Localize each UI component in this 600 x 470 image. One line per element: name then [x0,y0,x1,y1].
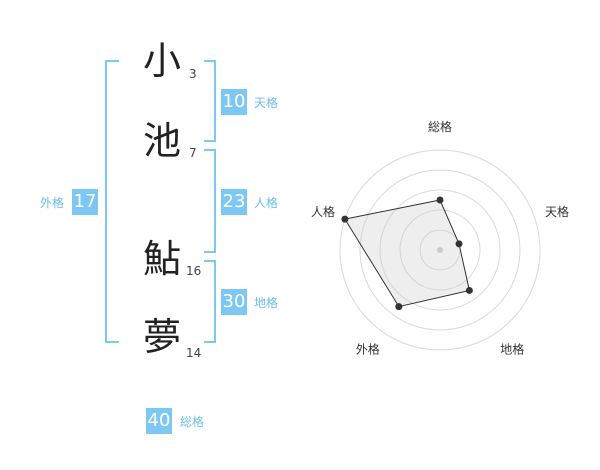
radar-point-5 [341,215,349,223]
radar-point-1 [436,196,444,204]
radar-axis-label-2: 天格 [545,204,569,219]
radar-ring-2 [399,209,481,291]
tenkaku-bracket [204,60,216,142]
name-char-2: 池 [143,119,182,163]
radar-ring-3 [379,189,501,311]
radar-ring-4 [359,169,521,331]
radar-axis-label-1: 総格 [428,119,452,134]
name-char-1: 小 [143,39,182,83]
stroke-count-3: 16 [186,264,202,278]
chikaku-value: 30 [221,289,247,315]
stroke-count-2: 7 [189,146,197,160]
stroke-count-4: 14 [186,346,202,360]
soukaku-value: 40 [146,408,172,434]
radar-center [437,247,443,253]
jinkaku-bracket [204,149,216,253]
tenkaku-label: 天格 [254,96,279,110]
chikaku-bracket [204,260,216,343]
gaikaku-bracket [105,60,119,343]
radar-point-3 [465,286,473,294]
soukaku-label: 総格 [180,415,205,429]
radar-area [344,199,470,308]
radar-axis-label-4: 外格 [356,342,380,357]
name-char-4: 夢 [143,315,182,359]
stroke-count-1: 3 [189,67,197,81]
radar-axis-label-5: 人格 [311,204,335,219]
radar-axis-label-3: 地格 [500,342,524,357]
chikaku-label: 地格 [254,296,279,310]
gaikaku-label: 外格 [40,196,65,210]
radar-point-4 [395,303,403,311]
radar-ring-5 [339,149,541,351]
radar-point-2 [455,240,463,248]
tenkaku-value: 10 [221,89,247,115]
gaikaku-value: 17 [72,189,98,215]
jinkaku-value: 23 [221,189,247,215]
name-char-3: 鮎 [143,237,182,281]
jinkaku-label: 人格 [254,196,279,210]
